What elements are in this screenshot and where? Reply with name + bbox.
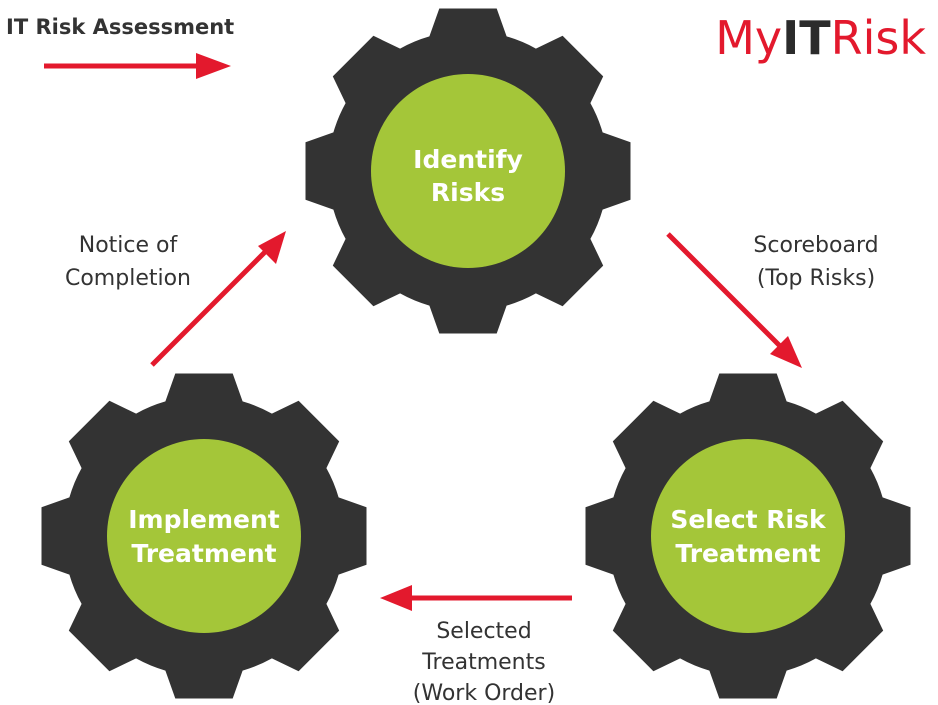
flow-label-selected-line1: Selected — [436, 619, 531, 644]
gear-select-risk-treatment-hub — [651, 439, 845, 633]
brand-logo-part1: My — [715, 11, 782, 65]
flow-label-notice-line2: Completion — [65, 266, 191, 291]
gear-identify-risks-label-line2: Risks — [431, 178, 505, 207]
title-arrow — [44, 53, 231, 79]
flow-label-selected-line3: (Work Order) — [413, 681, 555, 705]
gear-implement-treatment: Implement Treatment — [41, 373, 367, 699]
arrow-scoreboard — [666, 232, 802, 368]
flow-label-scoreboard-line2: (Top Risks) — [757, 266, 875, 291]
flow-label-scoreboard-line1: Scoreboard — [753, 233, 878, 258]
brand-logo: MyITRisk — [715, 11, 926, 65]
flow-label-notice-line1: Notice of — [79, 233, 179, 258]
gear-select-risk-treatment-label-line1: Select Risk — [670, 505, 827, 534]
flow-label-selected-line2: Treatments — [421, 650, 545, 675]
gear-identify-risks-hub — [371, 74, 565, 268]
gear-identify-risks: Identify Risks — [305, 8, 631, 334]
gear-implement-treatment-label-line1: Implement — [128, 505, 280, 534]
page-title: IT Risk Assessment — [6, 15, 234, 39]
brand-logo-part2: IT — [782, 11, 831, 65]
gear-identify-risks-label-line1: Identify — [413, 145, 523, 174]
gear-implement-treatment-label-line2: Treatment — [131, 539, 276, 568]
arrow-selected-treatments — [380, 585, 572, 611]
arrow-notice-of-completion — [150, 231, 286, 367]
gear-implement-treatment-hub — [107, 439, 301, 633]
gear-select-risk-treatment: Select Risk Treatment — [585, 373, 911, 699]
gear-select-risk-treatment-label-line2: Treatment — [675, 539, 820, 568]
brand-logo-part3: Risk — [831, 11, 927, 65]
